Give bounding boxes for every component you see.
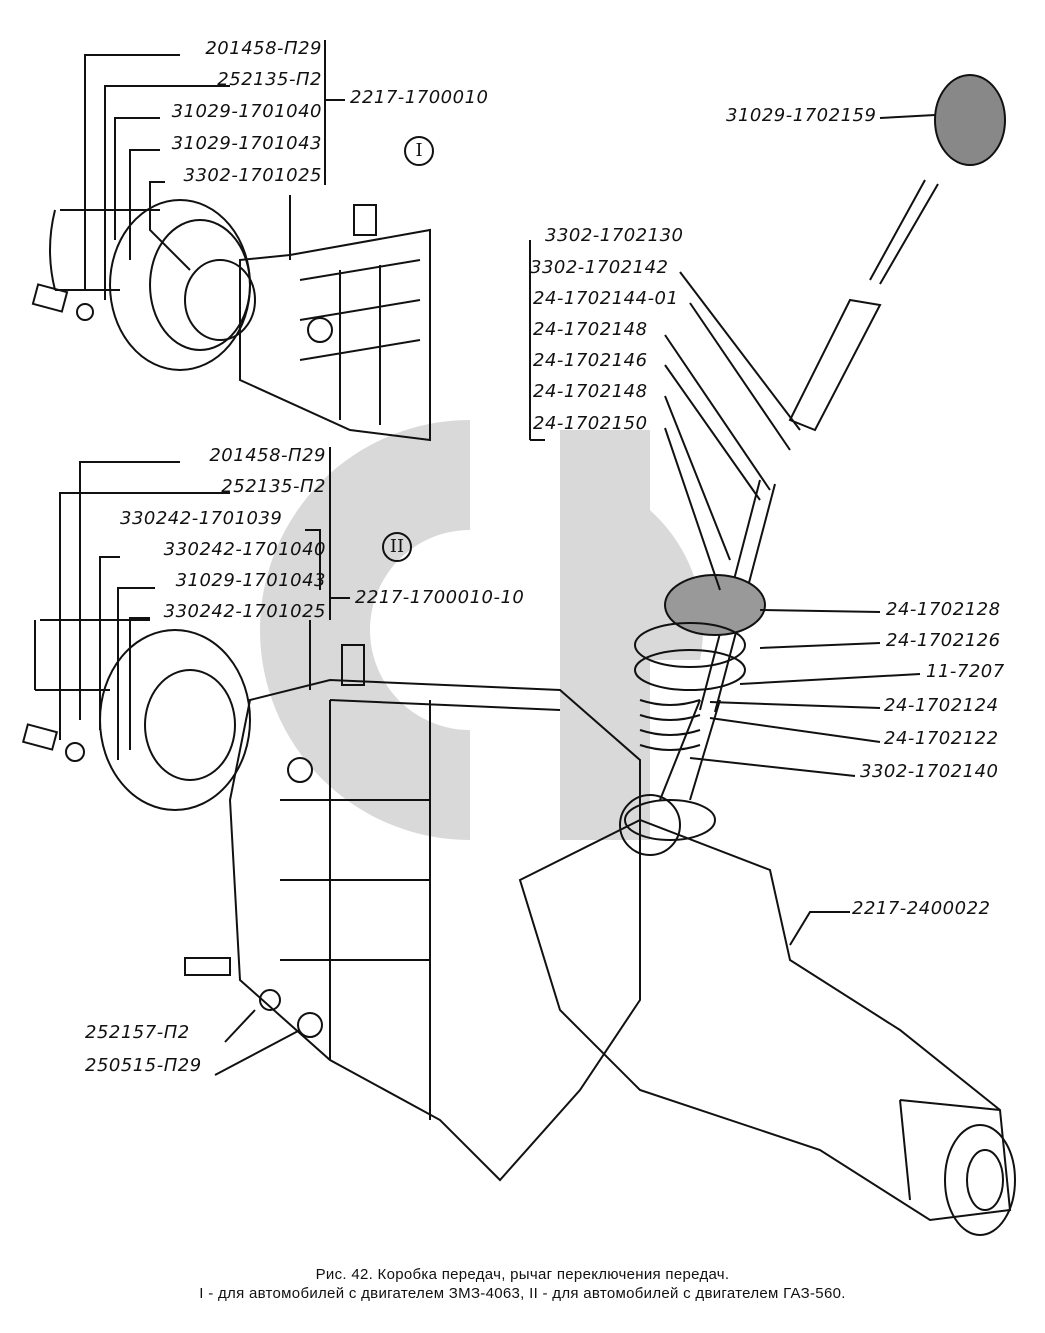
- part-label: 2217-2400022: [852, 898, 991, 919]
- view-marker-1: I: [404, 136, 434, 166]
- assembly-label: 2217-1700010-10: [355, 587, 525, 608]
- figure-caption-title: Рис. 42. Коробка передач, рычаг переключ…: [315, 1266, 730, 1283]
- bracket-view2: [329, 447, 350, 620]
- part-label: 24-1702146: [533, 350, 648, 371]
- part-label: 201458-П29: [209, 445, 326, 466]
- part-label: 24-1702144-01: [533, 288, 679, 309]
- part-label: 252135-П2: [217, 69, 322, 90]
- view-marker-2: II: [382, 532, 412, 562]
- part-label: 24-1702124: [884, 695, 999, 716]
- figure-caption-legend: I - для автомобилей с двигателем ЗМЗ-406…: [199, 1285, 846, 1302]
- part-label: 24-1702128: [886, 599, 1001, 620]
- part-label: 11-7207: [926, 661, 1005, 682]
- part-label: 3302-1701025: [183, 165, 322, 186]
- part-label: 330242-1701040: [163, 539, 326, 560]
- part-label: 252135-П2: [221, 476, 326, 497]
- part-label: 24-1702148: [533, 381, 648, 402]
- part-label: 252157-П2: [85, 1022, 190, 1043]
- bracket-view1: [324, 40, 345, 185]
- part-label: 24-1702148: [533, 319, 648, 340]
- part-label: 24-1702122: [884, 728, 999, 749]
- part-label: 24-1702150: [533, 413, 648, 434]
- part-label: 3302-1702140: [860, 761, 999, 782]
- part-label: 31029-1701043: [175, 570, 326, 591]
- watermark-logo: [260, 420, 704, 840]
- part-label: 31029-1702159: [726, 105, 877, 126]
- assembly-label: 2217-1700010: [350, 87, 489, 108]
- part-label: 330242-1701025: [163, 601, 326, 622]
- part-label: 3302-1702130: [545, 225, 684, 246]
- part-label: 31029-1701043: [171, 133, 322, 154]
- part-label: 330242-1701039: [120, 508, 283, 529]
- part-label: 250515-П29: [85, 1055, 202, 1076]
- part-label: 201458-П29: [205, 38, 322, 59]
- part-label: 24-1702126: [886, 630, 1001, 651]
- part-label: 3302-1702142: [530, 257, 669, 278]
- part-label: 31029-1701040: [171, 101, 322, 122]
